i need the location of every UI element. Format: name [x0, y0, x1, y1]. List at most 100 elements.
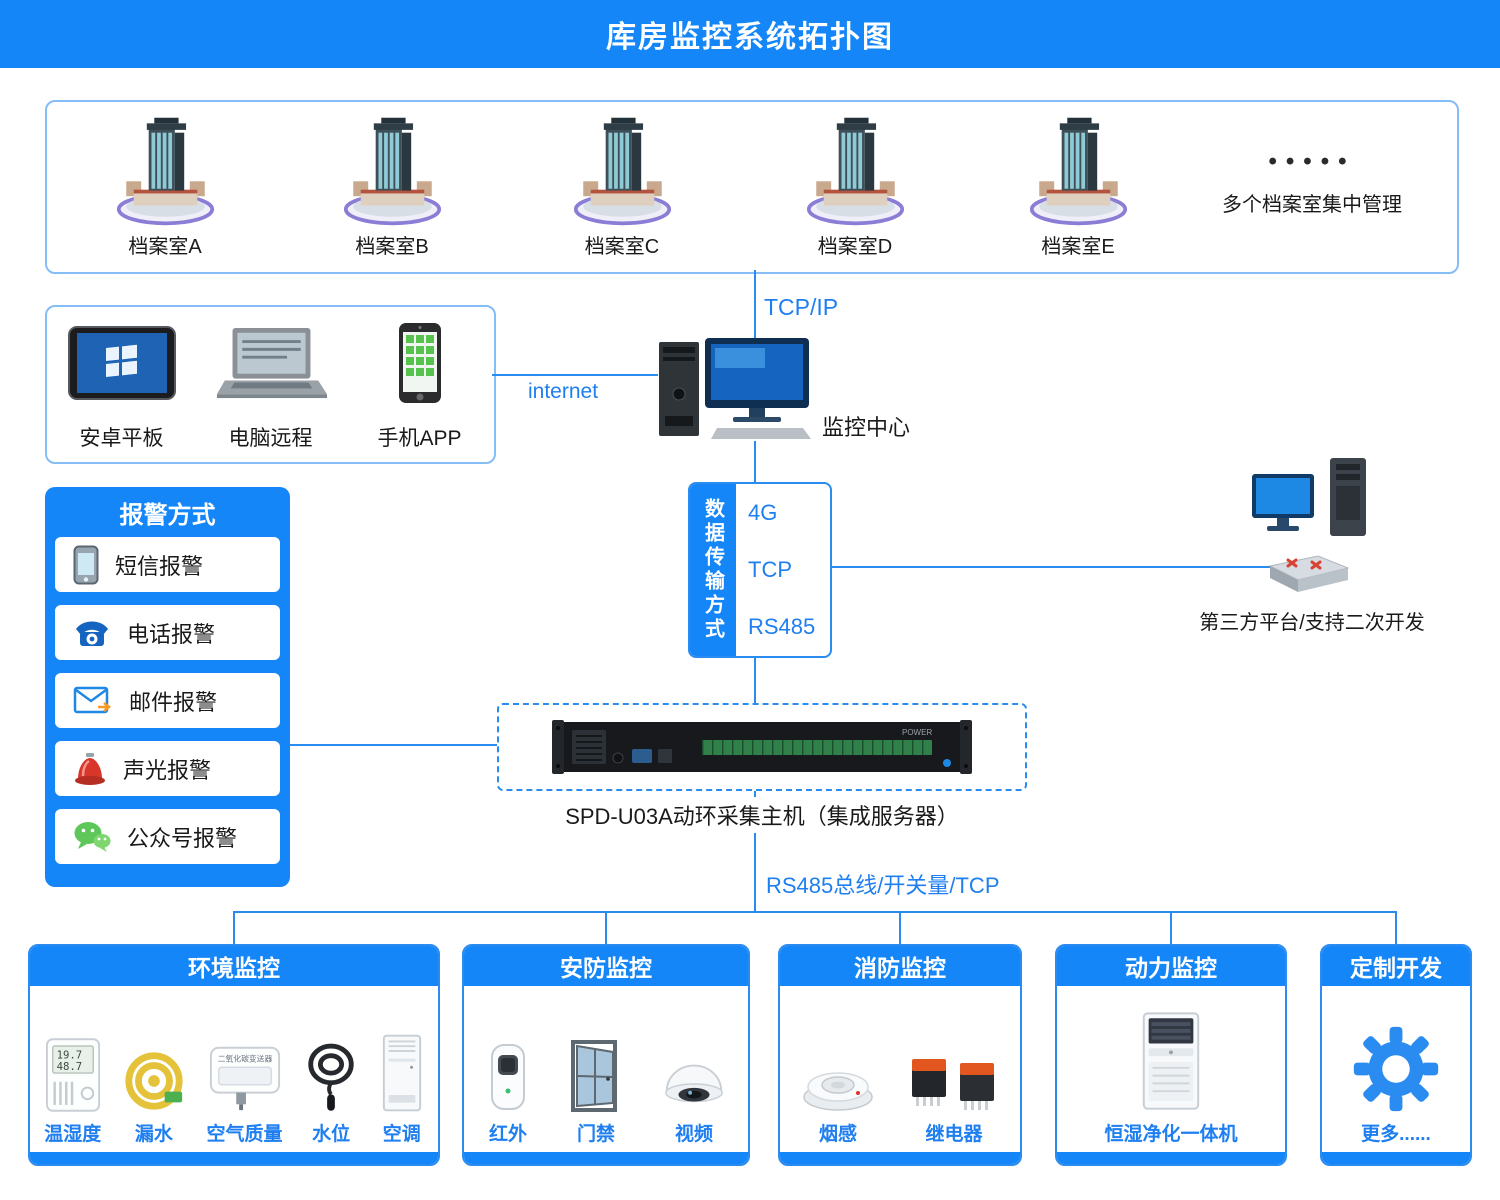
device-camera: 视频 — [661, 1055, 727, 1146]
alarm-item-siren: 声光报警 — [55, 741, 280, 796]
client-app: 手机APP — [345, 307, 494, 462]
infrared-sensor-icon — [491, 1044, 525, 1110]
connector-server-bus — [754, 791, 756, 912]
device-custom-dev: 更多...... — [1352, 1025, 1440, 1146]
app-label: 手机APP — [377, 427, 462, 450]
device-label: 烟感 — [818, 1124, 857, 1145]
transmission-option-4g: 4G — [748, 499, 778, 525]
header-bar: 库房监控系统拓扑图 — [0, 0, 1500, 68]
alarm-item-phone: 电话报警 — [55, 605, 280, 660]
connector-tcpip — [754, 270, 756, 340]
device-humidity-purifier: 恒湿净化一体机 — [1104, 1011, 1238, 1146]
connector-third-party — [828, 566, 1286, 568]
monitoring-center-icon — [659, 338, 811, 439]
humidity-reading: 48.7 — [56, 1060, 82, 1073]
subsystem-fire: 消防监控 烟感 — [778, 944, 1022, 1166]
bus-label: RS485总线/开关量/TCP — [766, 873, 1000, 898]
building-icon — [340, 114, 445, 228]
building-icon — [803, 114, 908, 228]
third-party-label: 第三方平台/支持二次开发 — [1199, 612, 1425, 634]
internet-label: internet — [528, 380, 599, 403]
telephone-icon — [76, 621, 108, 646]
alarm-title: 报警方式 — [119, 502, 216, 529]
alarm-label: 邮件报警 — [129, 689, 218, 715]
transmission-title: 数据传输方式 — [690, 484, 736, 656]
clients-box: 安卓平板 电脑远程 — [45, 305, 496, 464]
archive-label: 档案室D — [817, 236, 893, 258]
laptop-icon — [216, 327, 327, 398]
subsystem-footer — [30, 1152, 438, 1164]
air-quality-sensor-icon: 二氧化碳变送器 — [209, 1046, 280, 1111]
device-infrared: 红外 — [485, 1043, 531, 1146]
archive-room-a: 档案室A — [85, 114, 245, 259]
sms-icon — [73, 545, 99, 584]
phone-icon — [398, 322, 441, 403]
archive-more-label: 多个档案室集中管理 — [1222, 194, 1402, 216]
archive-room-d: 档案室D — [775, 114, 935, 259]
siren-icon — [75, 752, 105, 785]
subsystem-security: 安防监控 红外 门禁 — [462, 944, 750, 1166]
page-title: 库房监控系统拓扑图 — [606, 21, 894, 54]
device-label: 继电器 — [925, 1124, 983, 1145]
tablet-icon — [67, 325, 176, 400]
building-icon — [1026, 114, 1131, 228]
client-tablet: 安卓平板 — [47, 307, 196, 462]
device-label: 温湿度 — [44, 1124, 102, 1145]
subsystem-footer — [1322, 1152, 1470, 1164]
drop-custom — [1395, 911, 1397, 945]
monitoring-center-label: 监控中心 — [822, 415, 911, 440]
subsystem-environment: 环境监控 19.7 48.7 温湿度 — [28, 944, 440, 1166]
device-label: 漏水 — [134, 1124, 173, 1145]
tablet-label: 安卓平板 — [79, 427, 164, 450]
subsystem-title: 安防监控 — [464, 946, 748, 986]
archive-label: 档案室A — [128, 236, 202, 258]
device-label: 视频 — [674, 1124, 713, 1145]
subsystem-custom: 定制开发 更多...... — [1320, 944, 1472, 1166]
alarm-box: 报警方式 短信报警 电话报警 邮件报警 — [45, 487, 290, 887]
archive-label: 档案室B — [355, 236, 429, 258]
archive-label: 档案室E — [1041, 236, 1115, 258]
bus-line — [233, 911, 1397, 913]
subsystem-footer — [780, 1152, 1020, 1164]
device-label: 水位 — [312, 1124, 351, 1145]
device-relay: 继电器 — [908, 1049, 1000, 1146]
device-air-conditioner: 空调 — [380, 1033, 424, 1146]
device-label: 空调 — [382, 1124, 421, 1145]
smoke-detector-icon — [803, 1072, 873, 1111]
drop-env — [233, 911, 235, 945]
relay-icon — [912, 1059, 994, 1110]
connector-mc-transmission — [754, 441, 756, 482]
archive-room-c: 档案室C — [542, 114, 702, 259]
ellipsis-dots: ••••• — [1268, 148, 1356, 175]
drop-security — [605, 911, 607, 945]
alarm-item-wechat: 公众号报警 — [55, 809, 280, 864]
subsystem-title: 消防监控 — [780, 946, 1020, 986]
archives-box: 档案室A 档案室B 档案室C 档案室D 档案室E ••••• 多个档案室集中管理 — [45, 100, 1459, 274]
monitoring-center — [655, 336, 815, 447]
subsystem-footer — [1057, 1152, 1285, 1164]
subsystem-title: 动力监控 — [1057, 946, 1285, 986]
device-label: 更多...... — [1361, 1124, 1431, 1145]
door-access-icon — [571, 1040, 617, 1112]
tcpip-label: TCP/IP — [764, 294, 839, 320]
transmission-option-rs485: RS485 — [748, 614, 816, 640]
subsystem-title: 定制开发 — [1322, 946, 1470, 986]
transmission-box: 数据传输方式 4G TCP RS485 — [688, 482, 832, 658]
archive-label: 档案室C — [584, 236, 660, 258]
drop-fire — [899, 911, 901, 945]
device-thermo-hygro: 19.7 48.7 温湿度 — [44, 1037, 101, 1146]
thermo-hygrometer-icon: 19.7 48.7 — [45, 1038, 100, 1112]
subsystem-power: 动力监控 恒湿净化一体机 — [1055, 944, 1287, 1166]
subsystem-title: 环境监控 — [30, 946, 438, 986]
server-power-text: POWER — [902, 728, 932, 737]
wechat-icon — [74, 821, 111, 852]
connector-transmission-server — [754, 654, 756, 703]
humidity-purifier-icon — [1142, 1012, 1200, 1110]
server-box: POWER — [497, 703, 1027, 791]
alarm-label: 短信报警 — [115, 553, 204, 579]
gear-icon — [1353, 1026, 1439, 1112]
leak-cable-icon — [125, 1052, 183, 1110]
archive-room-b: 档案室B — [312, 114, 472, 259]
archive-room-e: 档案室E — [998, 114, 1158, 259]
